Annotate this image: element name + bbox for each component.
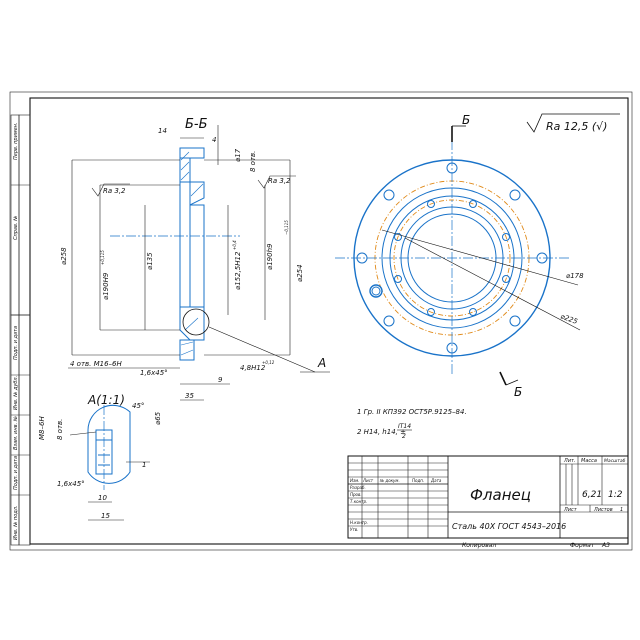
section-label: Б-Б [185, 117, 208, 132]
stamp-sprav: Справ. № [13, 216, 19, 240]
role-prov: Пров. [350, 492, 362, 497]
detail-d65: ⌀65 [154, 411, 162, 425]
inner-frame [29, 97, 629, 545]
section-mark-bottom: Б [514, 385, 522, 399]
section-mark-top: Б [462, 113, 470, 127]
dim-d178: ⌀178 [566, 272, 584, 280]
role-razrab: Разраб. [350, 485, 366, 490]
dim-d190H9: ⌀190H9 [102, 272, 110, 300]
dim-chamfer: 1,6x45° [140, 369, 168, 377]
format-label: Формат [570, 542, 595, 549]
hatching [180, 151, 204, 356]
mass-header: Масса [581, 458, 597, 464]
outer-frame [9, 91, 633, 551]
detail-thread: М8–6Н [38, 416, 46, 440]
plan-view: Б Б ⌀178 ⌀225 [335, 113, 584, 399]
title-block: Изм. Лист № докум. Подп. Дата Разраб. Пр… [347, 455, 629, 539]
notes: 1 Гр. II КП392 ОСТ5Р.9125–84. 2 Н14, h14… [357, 408, 467, 440]
dim-d258: ⌀258 [60, 247, 68, 265]
note-fraction-den: 2 [402, 433, 406, 440]
dim-d190h9: ⌀190h9 [266, 243, 274, 270]
scale-value: 1:2 [608, 490, 623, 500]
detail-chamfer: 1,6x45° [57, 480, 85, 488]
col-list: Лист [362, 478, 374, 483]
part-material: Сталь 40Х ГОСТ 4543–2016 [452, 522, 566, 531]
note-fraction-num: IT14 [398, 423, 411, 430]
side-stamp-column: Перв. примен. Справ. № Подп. и дата Инв.… [10, 114, 31, 546]
mass-value: 6,21 [582, 490, 602, 500]
stamp-podp1: Подп. и дата [13, 326, 19, 360]
dim-8holes: 8 отв. [249, 151, 257, 172]
dim-9: 9 [218, 376, 223, 384]
note-1: 1 Гр. II КП392 ОСТ5Р.9125–84. [357, 408, 467, 416]
part-name: Фланец [470, 486, 531, 504]
section-view: Б-Б А ⌀258 ⌀190H9 +0,115 [60, 117, 330, 401]
dim-d190H9-tol: +0,115 [100, 250, 105, 265]
general-roughness: Ra 12,5 (√) [526, 113, 620, 133]
sheets-header: Листов [593, 507, 613, 513]
dim-thread: 4 отв. М16–6Н [70, 360, 123, 368]
ra-general: Ra 12,5 (√) [546, 120, 607, 133]
dim-d152: ⌀152,5H12 [234, 251, 242, 290]
dim-depth: 4,8H12 [240, 364, 266, 372]
role-nkontr: Н.контр. [350, 520, 368, 525]
dim-d254: ⌀254 [296, 264, 304, 282]
format-value: А3 [601, 542, 610, 549]
detail-angle: 45° [132, 402, 144, 410]
copied-label: Копировал [462, 542, 496, 549]
scale-header: Масштаб [604, 458, 626, 464]
detail-ref: А [317, 356, 326, 370]
detail-holes: 8 отв. [56, 419, 64, 440]
col-izm: Изм. [350, 478, 359, 483]
detail-view: А(1:1) М8–6Н 8 отв. 45° ⌀65 1 1,6x45° 10… [38, 393, 162, 521]
detail-circle [182, 308, 210, 336]
dim-d190h9-tol: −0,115 [284, 220, 289, 235]
bolt-holes-inner [369, 200, 510, 316]
dim-d17: ⌀17 [234, 148, 242, 162]
dim-35: 35 [185, 392, 194, 400]
detail-10: 10 [98, 494, 107, 502]
dim-d135: ⌀135 [146, 252, 154, 270]
dim-14: 14 [158, 127, 167, 135]
role-tkontr: Т.контр. [350, 499, 367, 504]
ra-right: Ra 3,2 [268, 177, 291, 185]
stamp-inv-dubl: Инв. № дубл. [13, 376, 19, 410]
role-utv: Утв. [350, 527, 358, 532]
stamp-inv-podl: Инв. № подл. [13, 506, 19, 541]
col-date: Дата [430, 478, 442, 483]
col-doc: № докум. [379, 478, 400, 483]
col-podp: Подп. [412, 478, 424, 483]
ra-left: Ra 3,2 [103, 187, 126, 195]
sheet-header: Лист [563, 507, 578, 513]
dim-d152-tol: +0,4 [232, 240, 237, 250]
detail-1: 1 [142, 461, 146, 469]
stamp-perv: Перв. примен. [13, 122, 19, 160]
lit-header: Лит. [563, 458, 576, 464]
note-2: 2 Н14, h14, ± [357, 428, 406, 436]
detail-label: А(1:1) [87, 393, 125, 407]
detail-15: 15 [101, 512, 110, 520]
dim-4: 4 [212, 136, 216, 144]
dim-depth-tol: +0,12 [262, 360, 275, 365]
sheets-value: 1 [620, 507, 623, 513]
stamp-podp2: Подп. и дата [13, 456, 19, 490]
stamp-vzam: Взам. инв. № [13, 416, 19, 450]
